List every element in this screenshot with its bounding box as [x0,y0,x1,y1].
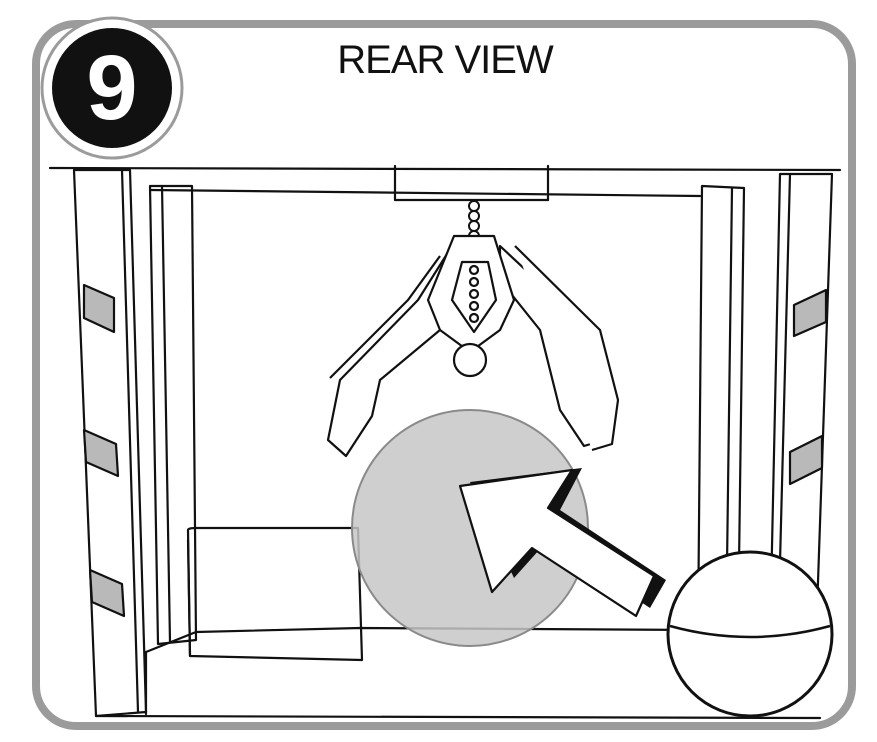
pointer-arrow [458,468,666,618]
highlight-circle [351,409,589,647]
panel-frame [32,20,856,730]
page-title: REAR VIEW [337,38,553,82]
ball-icon [666,550,834,718]
step-number-badge [40,16,184,160]
claw-icon [326,234,620,458]
step-number: 9 [86,37,138,139]
